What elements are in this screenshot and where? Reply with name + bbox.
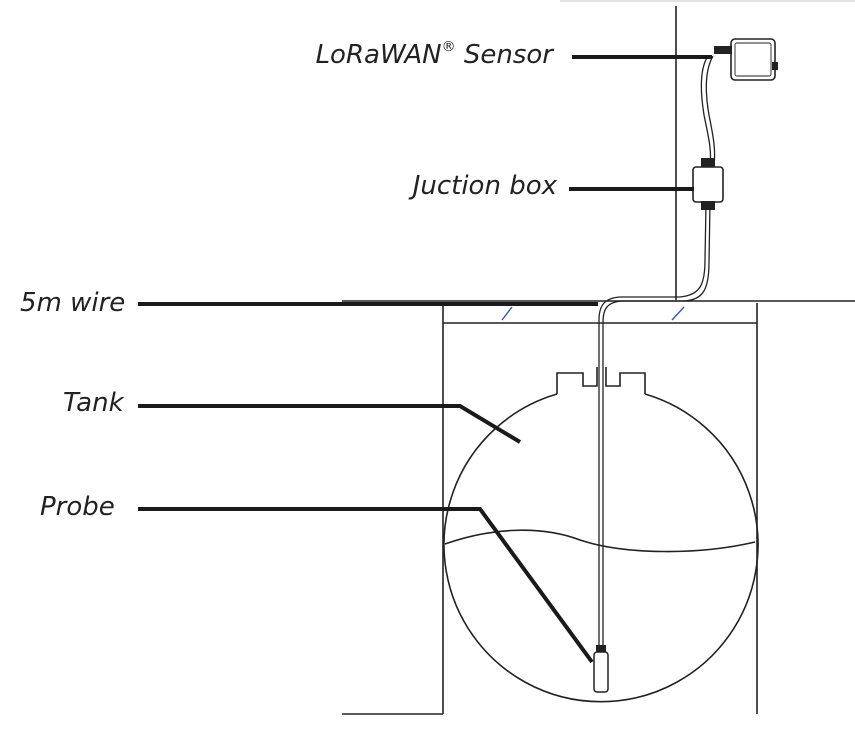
junction-box-label: Juction box: [412, 171, 557, 201]
sensor-label-suffix: Sensor: [455, 40, 553, 70]
sensor-label: LoRaWAN® Sensor: [315, 39, 553, 70]
probe: [593, 645, 609, 693]
liquid-surface: [444, 529, 756, 553]
sensor-label-name: LoRaWAN: [315, 40, 442, 70]
callout-tank: [138, 404, 522, 444]
junction-box: [692, 158, 724, 210]
wire-label: 5m wire: [20, 288, 126, 318]
probe-label: Probe: [40, 492, 115, 522]
callouts: [138, 55, 712, 664]
pit-cover-marks: [501, 306, 685, 321]
lorawan-sensor: [714, 38, 778, 81]
tank: [443, 367, 759, 703]
callout-probe: [138, 507, 594, 664]
registered-mark: ®: [441, 39, 456, 55]
tank-label: Tank: [63, 388, 124, 418]
probe-cable: [598, 55, 716, 645]
